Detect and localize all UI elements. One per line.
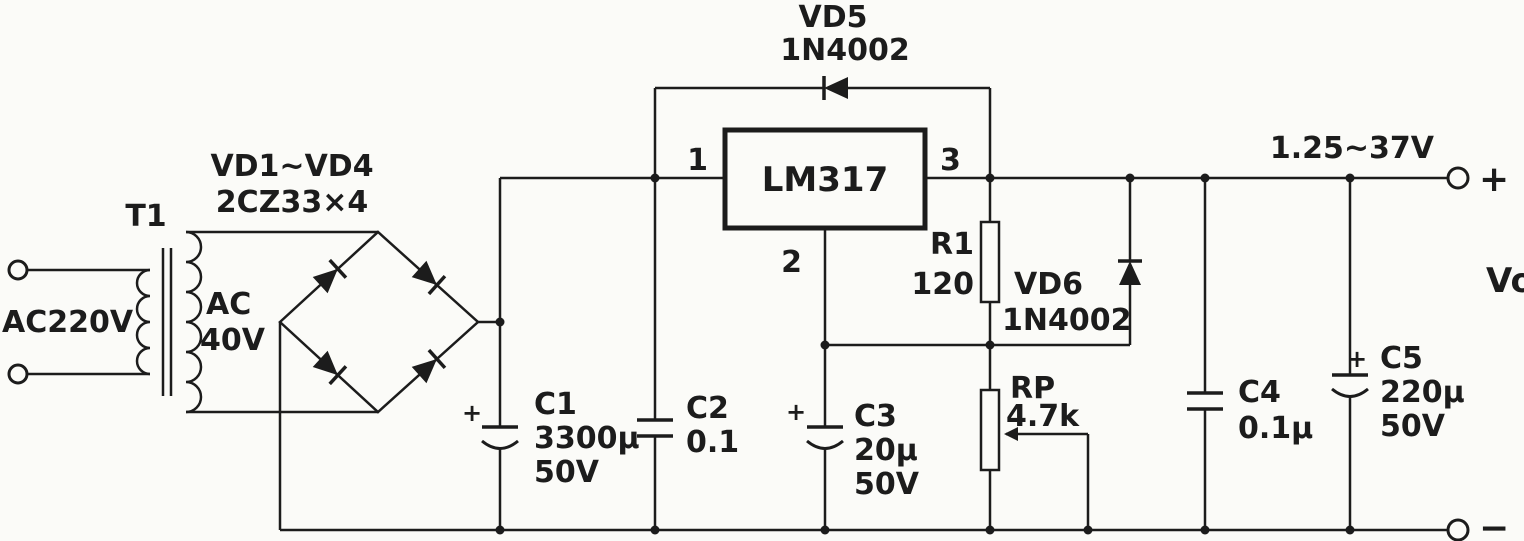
positive-sign: +: [1479, 159, 1509, 200]
vd6-part: 1N4002: [1002, 303, 1131, 338]
secondary-voltage-label: AC: [206, 287, 251, 322]
c1-name: C1: [534, 387, 577, 422]
c3-value: 20μ: [854, 433, 918, 468]
junction-dot: [985, 340, 995, 350]
r1-value: 120: [911, 267, 974, 302]
output-terminal-positive: [1446, 166, 1470, 190]
resistor-body: [979, 220, 1001, 304]
transformer-t1: T1 AC 40V: [125, 199, 266, 414]
capacitor-plate-curved: [806, 439, 844, 450]
c5-voltage: 50V: [1380, 409, 1446, 444]
c3-voltage: 50V: [854, 467, 920, 502]
primary-coil: [135, 268, 151, 376]
negative-sign: −: [1479, 508, 1509, 541]
diode-icon: [1116, 259, 1144, 287]
junction-dots: [495, 173, 1355, 535]
input-terminal-top: [7, 259, 29, 281]
dc-output: 1.25~37V + − Vo: [1270, 131, 1524, 541]
r1-name: R1: [930, 227, 974, 262]
c5-value: 220μ: [1380, 375, 1465, 410]
junction-dot: [985, 173, 995, 183]
potentiometer-body: [979, 388, 1001, 472]
capacitor-c1: + C1 3300μ 50V: [462, 387, 640, 490]
junction-dot: [1083, 525, 1093, 535]
potentiometer-rp: RP 4.7k: [979, 371, 1080, 472]
transformer-label: T1: [125, 199, 166, 234]
bridge-rectifier: VD1~VD4 2CZ33×4: [210, 149, 480, 414]
secondary-voltage-value: 40V: [200, 323, 266, 358]
junction-dot: [650, 173, 660, 183]
output-range-label: 1.25~37V: [1270, 131, 1435, 166]
secondary-coil: [185, 230, 203, 414]
junction-dot: [1345, 525, 1355, 535]
input-terminal-bottom: [7, 363, 29, 385]
capacitor-c5: + C5 220μ 50V: [1331, 341, 1465, 444]
junction-dot: [985, 525, 995, 535]
output-terminal-negative: [1446, 518, 1470, 541]
capacitor-c4: C4 0.1μ: [1187, 375, 1313, 446]
diode-icon: [822, 74, 850, 102]
junction-dot: [1200, 525, 1210, 535]
c3-name: C3: [854, 399, 897, 434]
c2-name: C2: [686, 391, 729, 426]
bridge-designators: VD1~VD4: [210, 149, 373, 184]
rp-value: 4.7k: [1006, 399, 1080, 434]
ac-source-label: AC220V: [2, 305, 134, 340]
c5-name: C5: [1380, 341, 1423, 376]
diode-vd6: VD6 1N4002: [1002, 259, 1144, 338]
capacitor-c3: + C3 20μ 50V: [786, 398, 920, 502]
vd5-name: VD5: [799, 0, 868, 35]
c2-value: 0.1: [686, 425, 739, 460]
c4-name: C4: [1238, 375, 1281, 410]
pin-input-label: 1: [687, 143, 708, 178]
junction-dot: [1345, 173, 1355, 183]
junction-dot: [820, 525, 830, 535]
capacitor-c2: C2 0.1: [637, 391, 739, 460]
bridge-diamond: [278, 230, 480, 414]
capacitor-plate-curved: [1331, 387, 1369, 398]
bridge-part-number: 2CZ33×4: [216, 185, 368, 220]
c4-value: 0.1μ: [1238, 411, 1313, 446]
junction-dot: [820, 340, 830, 350]
c3-polarity: +: [786, 398, 806, 426]
pin-output-label: 3: [940, 143, 961, 178]
regulator-body: [722, 127, 928, 231]
regulator-part: LM317: [762, 160, 888, 200]
rp-name: RP: [1010, 371, 1055, 406]
c1-polarity: +: [462, 399, 482, 427]
wires: [27, 86, 1448, 532]
regulator-lm317: LM317 1 3 2: [687, 127, 961, 280]
resistor-r1: R1 120: [911, 220, 1001, 304]
pin-adjust-label: 2: [781, 245, 802, 280]
c5-polarity: +: [1347, 345, 1367, 373]
c1-voltage: 50V: [534, 455, 600, 490]
junction-dot: [1125, 173, 1135, 183]
ac-input: AC220V: [2, 259, 134, 385]
junction-dot: [495, 525, 505, 535]
junction-dot: [495, 317, 505, 327]
wiper-arrow-icon: [1004, 427, 1018, 441]
c1-value: 3300μ: [534, 421, 640, 456]
output-voltage-label: Vo: [1486, 261, 1524, 301]
vd5-part: 1N4002: [780, 33, 909, 68]
vd6-name: VD6: [1014, 267, 1083, 302]
diode-vd5: VD5 1N4002: [780, 0, 910, 102]
junction-dot: [650, 525, 660, 535]
junction-dot: [1200, 173, 1210, 183]
capacitor-plate-curved: [481, 439, 519, 450]
